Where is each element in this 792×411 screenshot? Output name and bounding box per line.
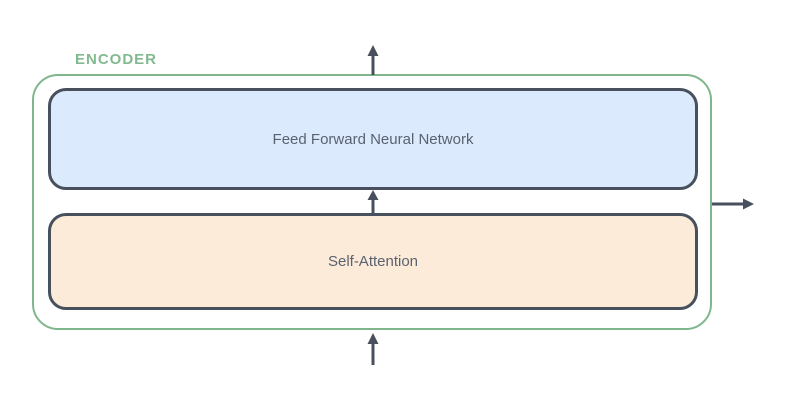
feed-forward-neural-network-label: Feed Forward Neural Network bbox=[272, 130, 474, 148]
encoder-label: ENCODER bbox=[75, 51, 158, 68]
encoder-box bbox=[32, 74, 712, 330]
block-self-attention: Self-Attention bbox=[48, 213, 698, 310]
arrow-up-input-bottom-icon bbox=[365, 333, 381, 365]
self-attention-label: Self-Attention bbox=[327, 253, 419, 270]
block-feed-forward-neural-network: Feed Forward Neural Network bbox=[48, 88, 698, 190]
arrow-up-connector-middle-icon bbox=[365, 190, 381, 214]
arrow-right-output-icon bbox=[712, 196, 754, 212]
arrow-up-output-top-icon bbox=[365, 45, 381, 75]
